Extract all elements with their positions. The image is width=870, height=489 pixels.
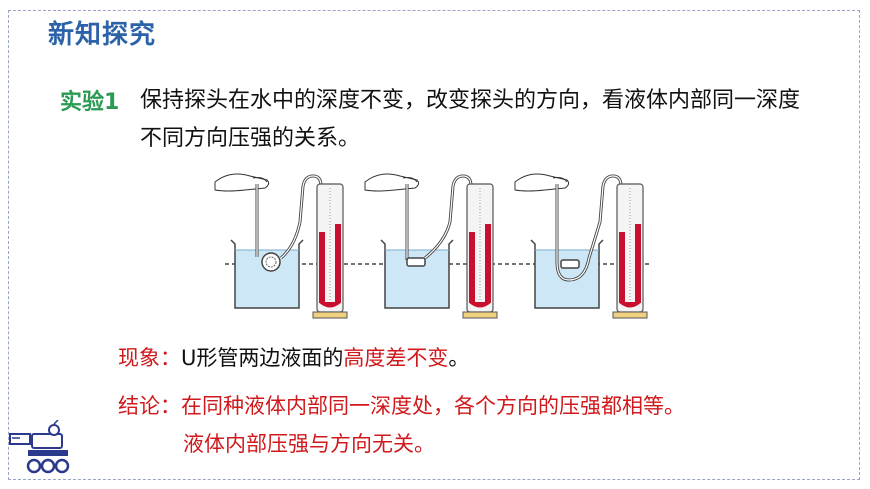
conclusion-line-1: 结论：在同种液体内部同一深度处，各个方向的压强都相等。	[118, 390, 685, 420]
experiment-label: 实验1	[60, 90, 120, 115]
phenomenon-text: U形管两边液面的	[181, 346, 344, 370]
probe-tube	[405, 174, 473, 267]
page-title: 新知探究	[48, 20, 157, 50]
u-tube-manometer	[462, 183, 498, 319]
experiment-figure	[214, 173, 650, 319]
setup-3	[514, 173, 648, 319]
conclusion-text-2: 液体内部压强与方向无关。	[183, 432, 435, 456]
beaker	[230, 239, 304, 309]
experiment-description: 保持探头在水中的深度不变，改变探头的方向，看液体内部同一深度不同方向压强的关系。	[140, 88, 801, 151]
hand-icon	[214, 173, 270, 192]
conclusion-text-1: 在同种液体内部同一深度处，各个方向的压强都相等。	[181, 394, 685, 418]
hand-icon	[514, 173, 570, 192]
phenomenon-highlight: 高度差不变	[343, 346, 449, 370]
u-tube-manometer	[312, 183, 348, 319]
hand-icon	[364, 173, 420, 192]
rover-robot-icon	[9, 420, 70, 474]
conclusion-label: 结论：	[118, 394, 181, 418]
phenomenon-line: 现象：U形管两边液面的高度差不变。	[118, 342, 469, 372]
conclusion-line-2: 液体内部压强与方向无关。	[183, 428, 435, 458]
probe-tube	[555, 174, 623, 282]
setup-2	[364, 173, 498, 319]
phenomenon-end: 。	[448, 346, 470, 370]
probe-tube	[255, 174, 323, 272]
beaker	[380, 239, 454, 309]
slide-frame	[8, 10, 860, 480]
setup-1	[214, 173, 348, 319]
u-tube-manometer	[612, 183, 648, 319]
phenomenon-label: 现象：	[118, 346, 181, 370]
